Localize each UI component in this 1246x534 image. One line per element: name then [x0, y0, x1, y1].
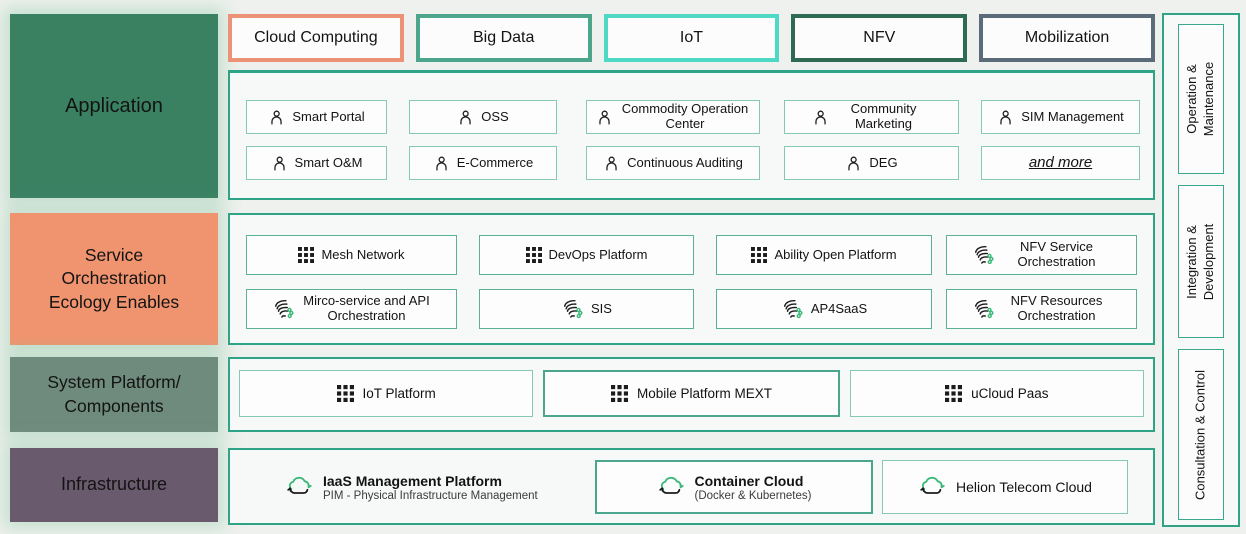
svc-item-devops-platform: DevOps Platform — [479, 235, 694, 275]
app-item-and-more: and more — [981, 146, 1140, 180]
infrastructure-panel: IaaS Management Platform PIM - Physical … — [228, 448, 1155, 525]
person-icon — [1000, 110, 1011, 125]
person-icon — [606, 156, 617, 171]
cloud-sync-icon — [920, 476, 945, 494]
container-cloud-subtitle: (Docker & Kubernetes) — [694, 489, 812, 502]
svc-item-label: NFV Service Orchestration — [1017, 239, 1096, 269]
app-item-community-marketing: Community Marketing — [784, 100, 959, 134]
tab-nfv: NFV — [791, 14, 968, 62]
helion-title: Helion Telecom Cloud — [956, 479, 1092, 495]
iaas-title: IaaS Management Platform — [323, 472, 502, 489]
svc-item-ability-open-platform: Ability Open Platform — [716, 235, 932, 275]
sidebar-integration-development: Integration & Development — [1178, 185, 1224, 338]
person-icon — [460, 110, 471, 125]
person-icon — [436, 156, 447, 171]
orchestration-icon — [274, 299, 294, 318]
service-orchestration-panel: Mesh Network DevOps Platform Ability Ope… — [228, 213, 1155, 345]
svc-item-sis: SIS — [479, 289, 694, 329]
svc-item-label: NFV Resources Orchestration — [1010, 293, 1103, 323]
app-item-label: Community Marketing — [850, 101, 917, 131]
app-item-label: Continuous Auditing — [627, 154, 743, 170]
svc-item-label: Mesh Network — [321, 246, 405, 262]
person-icon — [273, 156, 285, 171]
application-panel: Smart Portal OSS Commodity Operation Cen… — [228, 70, 1155, 200]
sys-item-label: Mobile Platform MEXT — [636, 386, 773, 401]
layer-label-infrastructure: Infrastructure — [10, 448, 218, 522]
cloud-sync-icon — [658, 476, 684, 494]
svc-item-nfv-resources-orchestration: NFV Resources Orchestration — [946, 289, 1137, 329]
sidebar-operation-maintenance: Operation & Maintenance — [1178, 24, 1224, 174]
sidebar-consultation-control: Consultation & Control — [1178, 349, 1224, 520]
tab-big-data: Big Data — [415, 14, 592, 62]
and-more-label: and more — [1028, 154, 1093, 172]
grid-icon — [751, 247, 768, 263]
sys-item-mobile-platform-mext: Mobile Platform MEXT — [543, 370, 840, 417]
app-item-label: OSS — [481, 108, 509, 124]
infra-item-iaas-management: IaaS Management Platform PIM - Physical … — [285, 461, 538, 513]
tab-mobilization: Mobilization — [979, 14, 1155, 62]
grid-icon — [298, 247, 315, 263]
sidebar-label: Consultation & Control — [1192, 369, 1208, 500]
person-icon — [848, 156, 860, 171]
svc-item-mesh-network: Mesh Network — [246, 235, 457, 275]
app-item-deg: DEG — [784, 146, 959, 180]
app-item-continuous-auditing: Continuous Auditing — [586, 146, 760, 180]
app-item-commodity-operation-center: Commodity Operation Center — [586, 100, 760, 134]
app-item-smart-portal: Smart Portal — [246, 100, 387, 134]
app-item-label: E-Commerce — [456, 154, 534, 170]
sidebar-label: Operation & Maintenance — [1184, 61, 1216, 137]
infra-item-container-cloud: Container Cloud (Docker & Kubernetes) — [595, 460, 873, 514]
orchestration-icon — [564, 299, 583, 318]
system-platform-panel: IoT Platform Mobile Platform MEXT uCloud… — [228, 357, 1155, 432]
domain-tabs: Cloud Computing Big Data IoT NFV Mobiliz… — [228, 14, 1155, 62]
app-item-label: Smart Portal — [292, 108, 365, 124]
orchestration-icon — [974, 245, 994, 264]
layer-label-service-orchestration: Service Orchestration Ecology Enables — [10, 213, 218, 345]
app-item-oss: OSS — [409, 100, 557, 134]
tab-iot: IoT — [603, 14, 780, 62]
infra-item-helion-telecom-cloud: Helion Telecom Cloud — [882, 460, 1128, 514]
svc-item-label: SIS — [591, 300, 612, 316]
orchestration-icon — [974, 299, 994, 318]
app-item-label: Commodity Operation Center — [621, 101, 749, 131]
sys-item-iot-platform: IoT Platform — [239, 370, 534, 417]
sys-item-label: uCloud Paas — [971, 386, 1049, 401]
sidebar-label: Integration & Development — [1184, 223, 1216, 300]
iaas-subtitle: PIM - Physical Infrastructure Management — [323, 489, 538, 502]
app-item-smart-om: Smart O&M — [246, 146, 387, 180]
svc-item-label: DevOps Platform — [548, 246, 648, 262]
tab-cloud-computing: Cloud Computing — [228, 14, 404, 62]
person-icon — [599, 110, 610, 125]
grid-icon — [336, 385, 354, 402]
svc-item-label: Ability Open Platform — [774, 246, 897, 262]
svc-item-nfv-service-orchestration: NFV Service Orchestration — [946, 235, 1137, 275]
cloud-sync-icon — [287, 476, 312, 494]
grid-icon — [525, 247, 542, 263]
app-item-sim-management: SIM Management — [981, 100, 1140, 134]
sys-item-label: IoT Platform — [362, 386, 436, 401]
svc-item-microservice-api-orchestration: Mirco-service and API Orchestration — [246, 289, 457, 329]
person-icon — [271, 110, 283, 125]
layer-label-system-platform: System Platform/ Components — [10, 357, 218, 432]
person-icon — [814, 110, 826, 125]
grid-icon — [945, 385, 963, 402]
system-platform-row: IoT Platform Mobile Platform MEXT uCloud… — [239, 370, 1144, 417]
sys-item-ucloud-paas: uCloud Paas — [849, 370, 1144, 417]
app-item-label: DEG — [869, 154, 898, 170]
container-cloud-title: Container Cloud — [694, 472, 804, 489]
layer-label-application: Application — [10, 14, 218, 198]
svc-item-label: Mirco-service and API Orchestration — [303, 293, 430, 323]
right-sidebar: Operation & Maintenance Integration & De… — [1162, 13, 1240, 527]
svc-item-ap4saas: AP4SaaS — [716, 289, 932, 329]
app-item-label: Smart O&M — [294, 154, 363, 170]
svc-item-label: AP4SaaS — [810, 300, 868, 316]
app-item-ecommerce: E-Commerce — [409, 146, 557, 180]
app-item-label: SIM Management — [1021, 108, 1124, 124]
grid-icon — [610, 385, 628, 402]
orchestration-icon — [783, 299, 803, 318]
